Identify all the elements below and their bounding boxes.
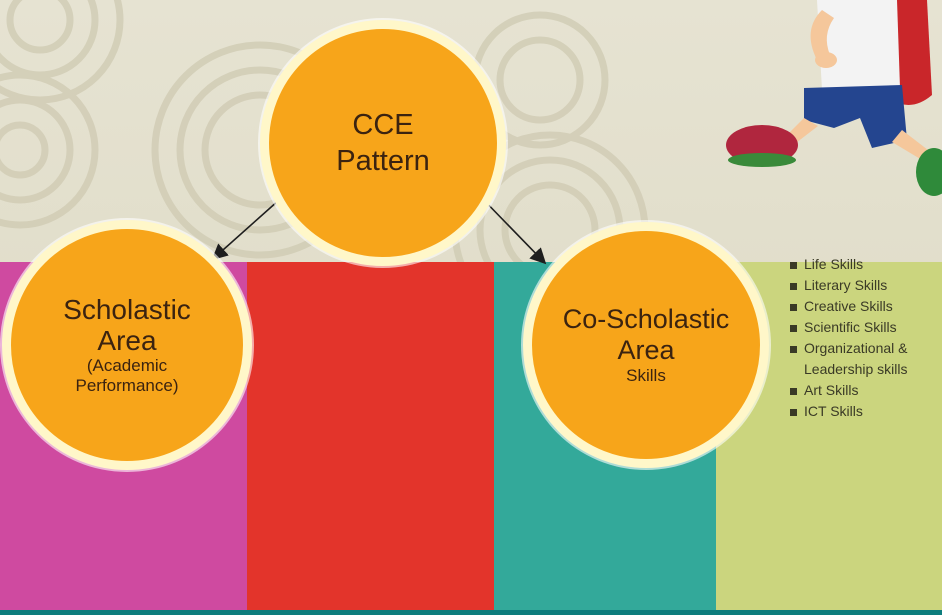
scholastic-title-line-1: Scholastic [63,294,191,325]
list-item: Literary Skills [788,275,908,296]
bullet-icon [790,409,797,416]
skills-list: Life Skills Literary Skills Creative Ski… [788,254,908,422]
bullet-icon [790,262,797,269]
bottom-edge-strip [0,610,942,615]
scholastic-area-node: Scholastic Area (Academic Performance) [2,220,252,470]
list-item: Organizational & Leadership skills [788,338,908,380]
bullet-icon [790,346,797,353]
skill-label: ICT Skills [804,403,863,419]
co-scholastic-title-line-2: Area [617,335,675,365]
skill-label: Organizational & [804,340,908,356]
scholastic-title-line-2: Area [97,325,157,356]
list-item: Art Skills [788,380,908,401]
co-scholastic-title-line-1: Co-Scholastic [562,304,730,334]
bullet-icon [790,325,797,332]
running-schoolboy-illustration [726,0,942,196]
bullet-icon [790,388,797,395]
cce-pattern-node: CCE Pattern [260,20,506,266]
skill-label: Scientific Skills [804,319,897,335]
list-item: Creative Skills [788,296,908,317]
skill-label: Life Skills [804,256,864,272]
cce-pattern-line-2: Pattern [336,145,430,177]
co-scholastic-sub-line-1: Skills [626,366,666,385]
scholastic-sub-line-1: (Academic [86,356,168,375]
co-scholastic-area-node: Co-Scholastic Area Skills [523,222,769,468]
skill-label-continued: Leadership skills [804,361,908,377]
list-item: Life Skills [788,254,908,275]
skill-label: Creative Skills [804,298,893,314]
skill-label: Art Skills [804,382,859,398]
skill-label: Literary Skills [804,277,888,293]
center-band [247,262,497,615]
list-item: Scientific Skills [788,317,908,338]
scholastic-sub-line-2: Performance) [75,376,179,395]
bullet-icon [790,283,797,290]
bullet-icon [790,304,797,311]
list-item: ICT Skills [788,401,908,422]
cce-pattern-line-1: CCE [352,109,414,141]
